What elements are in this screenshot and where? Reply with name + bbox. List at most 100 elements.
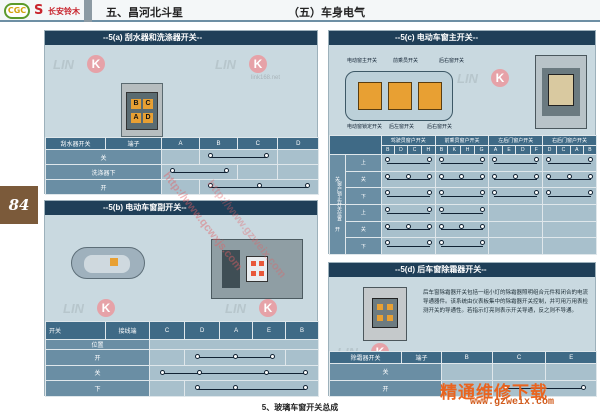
- col-header: D: [542, 145, 557, 155]
- panel-c-title: --5(c) 电动车窗主开关--: [329, 31, 595, 45]
- col-header: C: [407, 145, 422, 155]
- table-row: 洗涤器下: [45, 164, 319, 180]
- connection-row: [380, 187, 436, 205]
- row-label: 上: [345, 154, 382, 172]
- col-header: B: [582, 145, 598, 155]
- page-header: [0, 0, 600, 22]
- site-url: www.gzweix.com: [470, 397, 555, 408]
- watermark-lin-b: LIN: [63, 301, 84, 316]
- panel-b-title: --5(b) 电动车窗副开关--: [45, 201, 317, 215]
- connection-row: [380, 154, 436, 172]
- watermark-lin-2: LIN: [215, 57, 236, 72]
- main-switch-table: 驾驶员窗户开关 前乘员窗户开关 左后门窗户开关 右后门窗户开关 B D C H …: [329, 135, 598, 256]
- changan-suzuki-text: 长安铃木: [48, 7, 80, 16]
- connection-row: [434, 203, 490, 222]
- header-position: 位置: [45, 339, 150, 350]
- table-corner: [329, 135, 382, 155]
- watermark-lin: LIN: [53, 57, 74, 72]
- callout-rear-right-2: 后右窗开关: [427, 124, 453, 130]
- car-roof: [84, 255, 130, 273]
- switch-body: [222, 250, 240, 288]
- switch-face: [246, 256, 268, 282]
- group-front: 前乘员窗户开关: [434, 135, 490, 146]
- col-header: A: [569, 145, 584, 155]
- col-a: A: [161, 137, 200, 150]
- pin-block: [548, 74, 574, 106]
- connection-a-row1: [161, 164, 238, 180]
- panel-defroster-switch: --5(d) 后车窗除霜器开关-- LIN K 后车窗除霜器开关包括一组小灯的除…: [328, 262, 598, 397]
- col-header: A: [488, 145, 503, 155]
- connection-row: [488, 187, 544, 205]
- chapter-title: 五、昌河北斗星: [106, 6, 183, 19]
- row-label: 上: [345, 203, 382, 222]
- row-label: 关: [345, 170, 382, 189]
- section-title: （五）车身电气: [288, 6, 365, 19]
- col-header: B: [380, 145, 395, 155]
- col-b: B: [285, 321, 319, 340]
- pin-marker: [251, 261, 256, 266]
- connection-a-row0: [198, 149, 279, 165]
- header-switch: 开关: [49, 329, 62, 335]
- col-header: F: [529, 145, 544, 155]
- watermark-sub: link168.net: [251, 75, 281, 81]
- watermark-lin-c: LIN: [457, 71, 478, 86]
- col-e: E: [252, 321, 287, 340]
- connector-face: [372, 298, 398, 328]
- table-row: 开 上: [329, 203, 597, 256]
- row-label: 关: [45, 149, 162, 165]
- sub-switch-connector: [211, 239, 303, 299]
- row-label: 下: [45, 380, 150, 397]
- col-header: C: [555, 145, 571, 155]
- pin-marker: [259, 271, 264, 276]
- row-label: 关: [45, 364, 150, 382]
- row-label: 开: [45, 349, 150, 366]
- header-divider: [84, 0, 92, 22]
- cgc-logo: CGC: [4, 3, 30, 19]
- switch-button: [418, 82, 442, 110]
- table-row: 下: [330, 187, 597, 205]
- wiper-switch-table: 刮水器开关 端子 A B C D 关 洗涤器下 开: [45, 137, 319, 195]
- table-row: 关: [330, 170, 597, 189]
- connection-row: [380, 170, 436, 189]
- corner-left-label: 刮水器开关: [60, 142, 91, 148]
- col-c: C: [148, 321, 186, 340]
- table-corner: 刮水器开关: [45, 137, 106, 150]
- panel-a-title: --5(a) 刮水器和洗涤器开关--: [45, 31, 317, 45]
- pin-a: A: [131, 113, 141, 123]
- connection-row: [434, 220, 490, 239]
- header-terminal: 端子: [401, 351, 442, 364]
- defroster-table: 除霜器开关 端子 B C E 关 开: [329, 351, 598, 397]
- pin-c: C: [143, 99, 153, 109]
- col-header: G: [473, 145, 490, 155]
- section-off: 关: [329, 154, 346, 205]
- pin-marker: [259, 261, 264, 266]
- row-label: 下: [345, 187, 382, 205]
- connection-b-row2: [184, 380, 319, 397]
- table-row: 关: [330, 220, 597, 239]
- watermark-k-icon-b: K: [97, 299, 115, 317]
- table-row: 开: [45, 349, 319, 366]
- pin-marker: [251, 271, 256, 276]
- row-label: 洗涤器下: [45, 164, 162, 180]
- site-logo: 精通维修下载: [440, 383, 548, 402]
- row-label: 关: [345, 220, 382, 239]
- main-switch-connector: [535, 55, 587, 129]
- col-c: C: [236, 137, 279, 150]
- connection-d-row1: [491, 379, 598, 397]
- column-header-row: B D C H B K H G A E D F D C A B: [330, 145, 598, 155]
- col-header: D: [515, 145, 531, 155]
- row-label: 开: [329, 379, 442, 397]
- col-d: D: [184, 321, 221, 340]
- connection-row: [542, 154, 597, 172]
- connection-row: [434, 237, 490, 255]
- pin-d: D: [143, 113, 153, 123]
- col-header: B: [434, 145, 449, 155]
- pin-marker: [387, 315, 393, 321]
- header-terminal: 接线端: [105, 321, 150, 340]
- col-c: C: [491, 351, 547, 364]
- connection-b-row1: [149, 364, 319, 382]
- terminal-header: 端子: [105, 137, 162, 150]
- corner-defroster: 除霜器开关: [329, 351, 402, 364]
- table-corner: 开关: [45, 321, 106, 340]
- table-row: 开: [329, 379, 598, 397]
